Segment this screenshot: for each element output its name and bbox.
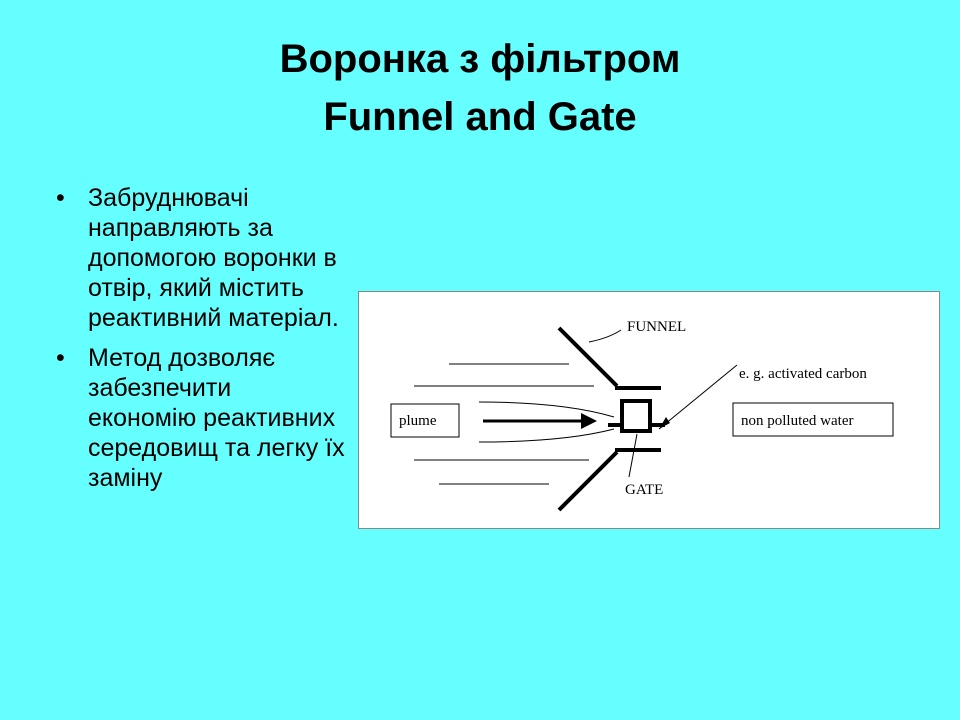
flow-lines [414, 363, 615, 485]
funnel-walls [557, 326, 661, 512]
slide-title: Воронка з фільтром Funnel and Gate [0, 30, 960, 146]
flow-line [478, 401, 615, 418]
carbon-label: e. g. activated carbon [739, 366, 867, 382]
funnel-and-gate-diagram: FUNNEL e. g. activated carbon plume non … [358, 291, 940, 529]
funnel-label: FUNNEL [627, 319, 686, 335]
leader-lines [588, 329, 738, 478]
bullet-text: Метод дозволяє забезпечити економію реак… [88, 344, 345, 492]
bullet-text: Забруднювачі направляють за допомогою во… [88, 184, 339, 332]
slide-title-line-2: Funnel and Gate [323, 95, 637, 139]
gate-leader [628, 433, 638, 478]
diagram-canvas: FUNNEL e. g. activated carbon plume non … [390, 319, 894, 512]
carbon-leader-arrowhead [659, 417, 670, 429]
bullet-marker: • [56, 184, 65, 212]
funnel-leader [588, 329, 622, 343]
non-polluted-water-box [732, 402, 894, 437]
plume-box [390, 403, 460, 438]
bullet-list: • Забруднювачі направляють за допомогою … [56, 183, 346, 503]
bullet-marker: • [56, 344, 65, 372]
funnel-wall-lower [557, 450, 619, 512]
gate-label: GATE [625, 482, 663, 498]
slide-title-line-1: Воронка з фільтром [279, 37, 681, 81]
funnel-wall-upper [557, 326, 619, 388]
bullet-item: • Забруднювачі направляють за допомогою … [56, 183, 346, 333]
gate-reactive-cell [620, 399, 652, 433]
carbon-leader [658, 364, 738, 430]
flow-line [478, 428, 615, 443]
flow-arrow-head [581, 413, 597, 429]
bullet-item: • Метод дозволяє забезпечити економію ре… [56, 343, 346, 493]
non-polluted-water-label: non polluted water [741, 413, 853, 429]
plume-label: plume [399, 413, 437, 429]
